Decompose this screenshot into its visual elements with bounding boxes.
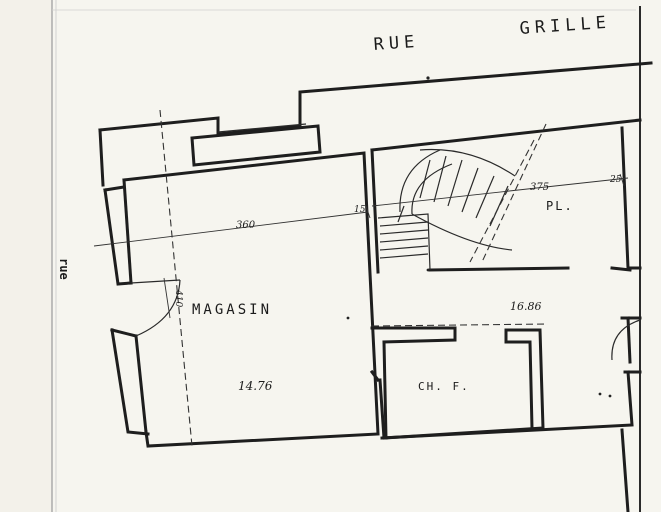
stair-left-wall bbox=[370, 148, 380, 274]
survey-point bbox=[608, 394, 612, 398]
shopfront-recess bbox=[190, 124, 322, 167]
dimension-line-410 bbox=[163, 277, 171, 319]
dimension-label-15: 15 bbox=[354, 205, 366, 215]
dimension-label-375: 375 bbox=[530, 182, 549, 193]
fireplace-room-top-left bbox=[370, 326, 457, 344]
survey-point bbox=[346, 316, 350, 320]
street-facade-line bbox=[298, 61, 653, 114]
room-label-landing: PL. bbox=[546, 199, 574, 213]
partition-stub bbox=[369, 369, 381, 383]
dimension-label-410: 410 bbox=[173, 289, 183, 307]
front-wall-left-return bbox=[98, 128, 105, 187]
right-wall-bottom bbox=[620, 428, 630, 512]
street-label-rue: RUE bbox=[373, 32, 420, 55]
rear-wall-top bbox=[370, 118, 642, 152]
shop-walls bbox=[122, 151, 380, 448]
staircase bbox=[377, 123, 547, 271]
dimension-label-360: 360 bbox=[236, 220, 256, 231]
room-area-magasin: 14.76 bbox=[238, 379, 273, 393]
outer-left-jamb bbox=[103, 185, 126, 192]
room-label-fireplace: CH. F. bbox=[418, 380, 470, 393]
outer-left-wall-lower bbox=[110, 328, 150, 436]
right-door-swing bbox=[611, 319, 641, 361]
right-wall-lower bbox=[380, 370, 634, 440]
shop-left-wall-upper bbox=[122, 178, 133, 285]
right-wall-upper bbox=[620, 126, 642, 270]
side-street-label: rue bbox=[57, 258, 71, 280]
dimension-tick-mid bbox=[365, 205, 371, 219]
shop-left-wall-lower bbox=[134, 334, 148, 434]
dimension-line-360 bbox=[93, 211, 369, 247]
entry-door-leaf bbox=[130, 279, 181, 284]
room-label-magasin: MAGASIN bbox=[192, 302, 272, 318]
fireplace-room-walls bbox=[378, 328, 545, 440]
shopfront-sill bbox=[217, 123, 307, 133]
entry-jamb-lower bbox=[110, 328, 138, 338]
structural-axis-line bbox=[159, 109, 193, 447]
partition-dashed-line bbox=[371, 323, 549, 327]
front-wall bbox=[98, 110, 302, 136]
outer-left-wall bbox=[103, 188, 133, 286]
dimension-tick-right bbox=[619, 173, 625, 187]
drawing-sheet bbox=[52, 0, 661, 512]
dimension-label-25: 25 bbox=[609, 175, 622, 185]
fireplace-room-right-wall bbox=[504, 328, 534, 430]
survey-point bbox=[598, 392, 602, 396]
dimension-line-375 bbox=[371, 177, 629, 207]
survey-point bbox=[426, 268, 430, 272]
room-area-landing: 16.86 bbox=[510, 300, 542, 313]
survey-point bbox=[426, 76, 430, 80]
right-wall-jamb bbox=[610, 266, 632, 272]
fireplace-room-left-wall bbox=[382, 340, 388, 440]
entry-door-swing bbox=[135, 279, 181, 337]
stair-landing-edge bbox=[428, 266, 570, 272]
